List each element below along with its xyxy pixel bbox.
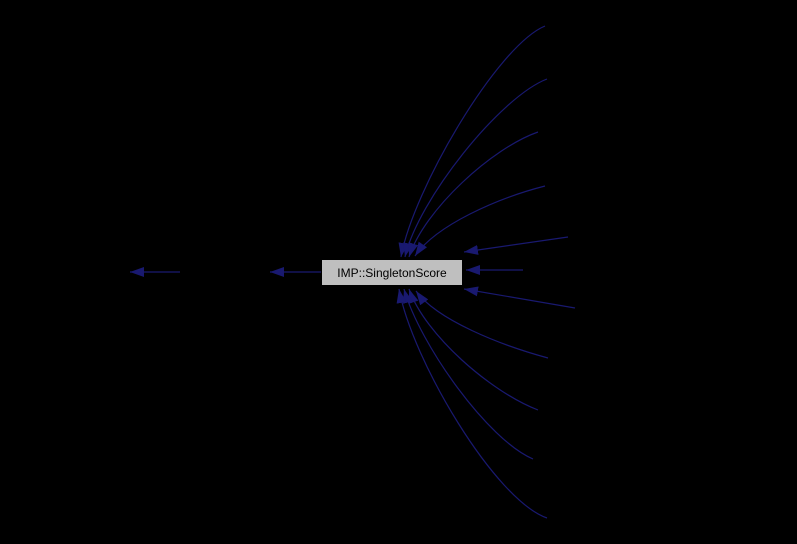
node-label: IMP::SingletonScore bbox=[337, 265, 447, 280]
derived-edge-5 bbox=[463, 236, 569, 255]
derived-edge-4 bbox=[414, 185, 546, 257]
derived-edge-8 bbox=[415, 290, 549, 359]
derived-edge-3 bbox=[408, 131, 539, 258]
derived-edge-9 bbox=[408, 288, 539, 411]
edges-group bbox=[130, 25, 576, 519]
derived-edge-7 bbox=[463, 286, 576, 309]
derived-edge-11 bbox=[396, 288, 548, 519]
derived-edge-10 bbox=[403, 288, 534, 460]
derived-edge-1 bbox=[398, 25, 546, 258]
node-imp-singletonscore[interactable]: IMP::SingletonScore bbox=[321, 259, 463, 286]
derived-edge-2 bbox=[403, 78, 548, 258]
